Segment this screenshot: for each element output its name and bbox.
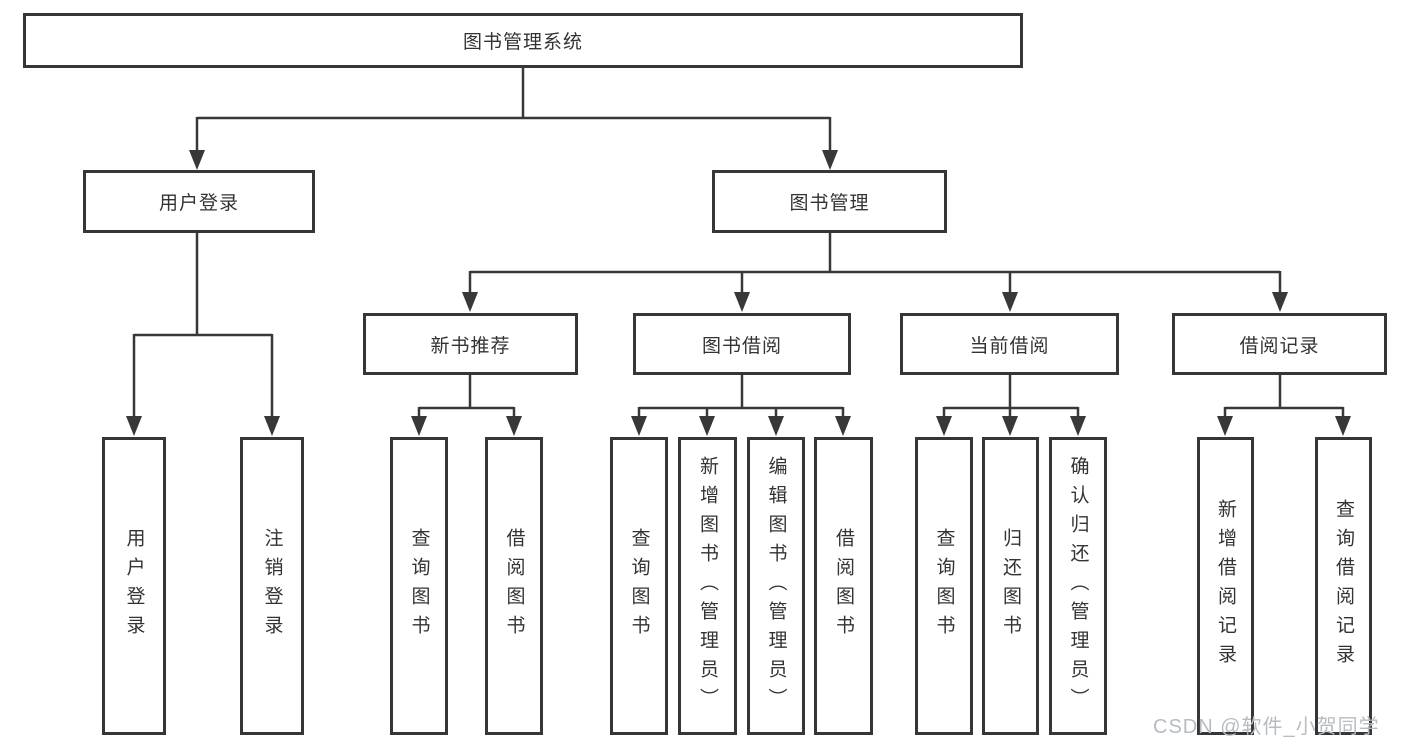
leaf-user-login: 用户登录 bbox=[102, 437, 166, 735]
leaf-logout: 注销登录 bbox=[240, 437, 304, 735]
leaf-query-books-recommend: 查询图书 bbox=[390, 437, 448, 735]
leaf-confirm-return-admin: 确认归还（管理员） bbox=[1049, 437, 1107, 735]
leaf-add-borrow-record: 新增借阅记录 bbox=[1197, 437, 1254, 735]
leaf-add-book-admin: 新增图书（管理员） bbox=[678, 437, 737, 735]
node-new-book-recommend: 新书推荐 bbox=[363, 313, 578, 375]
node-book-management: 图书管理 bbox=[712, 170, 947, 233]
leaf-query-borrow-record: 查询借阅记录 bbox=[1315, 437, 1372, 735]
leaf-query-books-borrow: 查询图书 bbox=[610, 437, 668, 735]
leaf-query-books-current: 查询图书 bbox=[915, 437, 973, 735]
node-book-borrowing: 图书借阅 bbox=[633, 313, 851, 375]
node-current-borrowing: 当前借阅 bbox=[900, 313, 1119, 375]
csdn-watermark: CSDN @软件_小贺同学 bbox=[1153, 716, 1380, 738]
arrowhead-icons bbox=[126, 150, 1351, 436]
node-user-login: 用户登录 bbox=[83, 170, 315, 233]
leaf-borrow-books: 借阅图书 bbox=[814, 437, 873, 735]
leaf-edit-book-admin: 编辑图书（管理员） bbox=[747, 437, 805, 735]
leaf-return-book: 归还图书 bbox=[982, 437, 1039, 735]
node-borrowing-records: 借阅记录 bbox=[1172, 313, 1387, 375]
leaf-borrow-books-recommend: 借阅图书 bbox=[485, 437, 543, 735]
node-library-management-system: 图书管理系统 bbox=[23, 13, 1023, 68]
